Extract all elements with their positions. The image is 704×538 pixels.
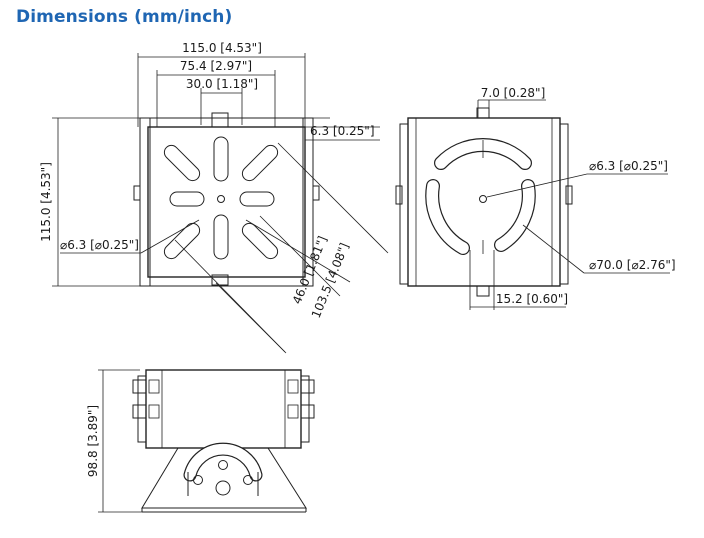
dim-gap-width: 15.2 [0.60"] — [496, 292, 568, 306]
front-left-flange — [139, 117, 151, 287]
dim-hole-diameter: ⌀6.3 [⌀0.25"] — [60, 238, 139, 252]
slot-top-right — [241, 144, 279, 182]
dim-width-inner: 30.0 [1.18"] — [186, 77, 258, 91]
dim-width-mid: 75.4 [2.97"] — [180, 59, 252, 73]
bottom-arc-slot — [184, 443, 262, 481]
front-bottom-tab — [211, 274, 229, 286]
bottom-box-outline — [145, 369, 302, 449]
dim-top-offset: 7.0 [0.28"] — [481, 86, 546, 100]
bolt-left-upper — [132, 379, 147, 394]
front-view: 115.0 [4.53"] 75.4 [2.97"] 30.0 [1.18"] … — [39, 41, 389, 354]
bottom-center-bolt — [215, 480, 231, 496]
slot-top — [213, 136, 229, 182]
dim-width-outer: 115.0 [4.53"] — [182, 41, 262, 55]
side-view: 7.0 [0.28"] ⌀6.3 [⌀0.25"] ⌀70.0 [⌀2.76"]… — [395, 86, 676, 310]
page-title: Dimensions (mm/inch) — [16, 7, 233, 27]
dim-height-bottom: 98.8 [3.89"] — [86, 405, 100, 477]
bolt-left-lower — [132, 404, 147, 419]
dim-circle-diameter: ⌀70.0 [⌀2.76"] — [589, 258, 676, 272]
slot-bottom-left — [163, 222, 201, 260]
slot-top-left — [163, 144, 201, 182]
front-plate-outline — [147, 126, 306, 278]
bolt-right-lower — [300, 404, 315, 419]
slot-left — [169, 191, 205, 207]
side-arc-slot-left — [426, 180, 469, 254]
front-center-hole — [217, 195, 225, 203]
bolt-right-upper — [300, 379, 315, 394]
front-slots — [163, 136, 279, 260]
dim-center-hole: ⌀6.3 [⌀0.25"] — [589, 159, 668, 173]
bottom-view: 98.8 [3.89"] — [86, 369, 315, 513]
dim-plate-thickness: 6.3 [0.25"] — [310, 124, 375, 138]
slot-right — [239, 191, 275, 207]
bottom-base-plate — [141, 447, 307, 509]
front-top-tab — [211, 112, 229, 128]
slot-bottom — [213, 214, 229, 260]
side-arc-slot-right — [495, 180, 535, 251]
side-center-hole — [479, 195, 487, 203]
dim-height-front: 115.0 [4.53"] — [39, 162, 53, 242]
slot-bottom-right — [241, 222, 279, 260]
